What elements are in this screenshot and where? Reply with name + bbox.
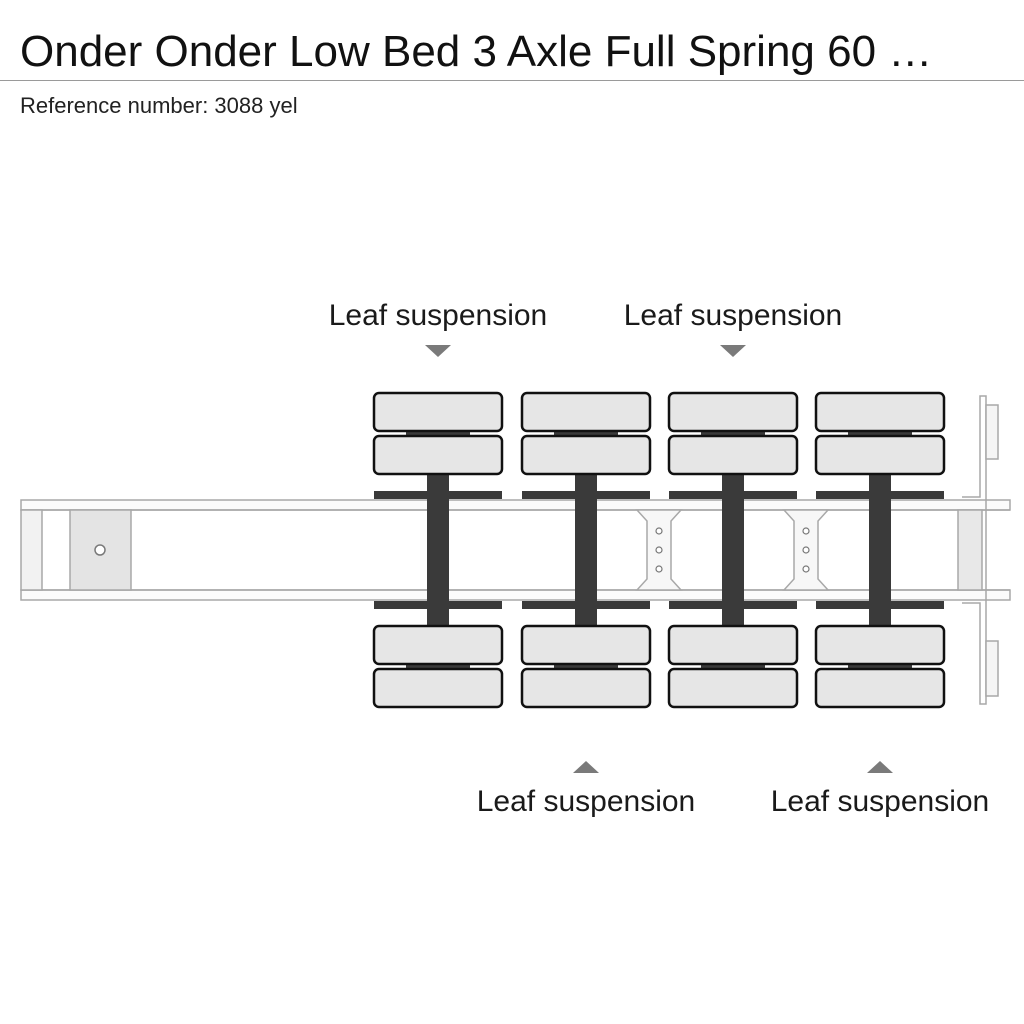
arrow-up-icon — [573, 761, 599, 773]
tire — [372, 667, 504, 709]
tire — [520, 624, 652, 666]
rear-light-top — [985, 404, 999, 460]
cross-member — [635, 509, 683, 591]
tire — [667, 667, 799, 709]
tire — [372, 391, 504, 433]
hub-connector — [848, 430, 912, 438]
reference-number: Reference number: 3088 yel — [20, 93, 298, 118]
hub-plate — [669, 491, 797, 499]
hub-plate — [522, 601, 650, 609]
axle-1 — [372, 391, 504, 709]
hub-connector — [406, 663, 470, 671]
hub-connector — [554, 663, 618, 671]
suspension-label-top-1: Leaf suspension — [329, 299, 548, 332]
tire — [520, 391, 652, 433]
axle-shaft — [575, 473, 597, 627]
tire — [814, 434, 946, 476]
tire — [814, 624, 946, 666]
frame-rear-beam — [957, 509, 983, 591]
tire — [667, 391, 799, 433]
suspension-label-bottom-2: Leaf suspension — [771, 785, 990, 818]
arrow-up-icon — [867, 761, 893, 773]
hub-plate — [669, 601, 797, 609]
tire — [372, 624, 504, 666]
axle-4 — [814, 391, 946, 709]
trailer-frame — [20, 499, 1011, 601]
tire — [814, 667, 946, 709]
tire — [520, 434, 652, 476]
suspension-label-bottom-1: Leaf suspension — [477, 785, 696, 818]
tire — [667, 434, 799, 476]
frame-bottom-rail — [20, 589, 1011, 601]
rear-bumper — [962, 395, 999, 705]
hub-plate — [374, 601, 502, 609]
arrow-down-icon — [425, 345, 451, 357]
cross-member — [782, 509, 830, 591]
tire — [814, 391, 946, 433]
hub-connector — [701, 663, 765, 671]
tire — [372, 434, 504, 476]
kingpin — [94, 544, 106, 556]
axle-2 — [520, 391, 652, 709]
axle-shaft — [427, 473, 449, 627]
axle-shaft — [722, 473, 744, 627]
hub-plate — [816, 601, 944, 609]
hub-connector — [554, 430, 618, 438]
hub-plate — [374, 491, 502, 499]
rear-light-bottom — [985, 640, 999, 697]
suspension-label-top-2: Leaf suspension — [624, 299, 843, 332]
tire — [667, 624, 799, 666]
hub-connector — [406, 430, 470, 438]
hub-plate — [816, 491, 944, 499]
hub-connector — [848, 663, 912, 671]
header-divider — [0, 80, 1024, 81]
axle-3 — [667, 391, 799, 709]
tire — [520, 667, 652, 709]
frame-front-beam — [20, 509, 43, 591]
axle-shaft — [869, 473, 891, 627]
hub-plate — [522, 491, 650, 499]
arrow-down-icon — [720, 345, 746, 357]
frame-top-rail — [20, 499, 1011, 511]
hub-connector — [701, 430, 765, 438]
page-title: Onder Onder Low Bed 3 Axle Full Spring 6… — [20, 27, 933, 76]
